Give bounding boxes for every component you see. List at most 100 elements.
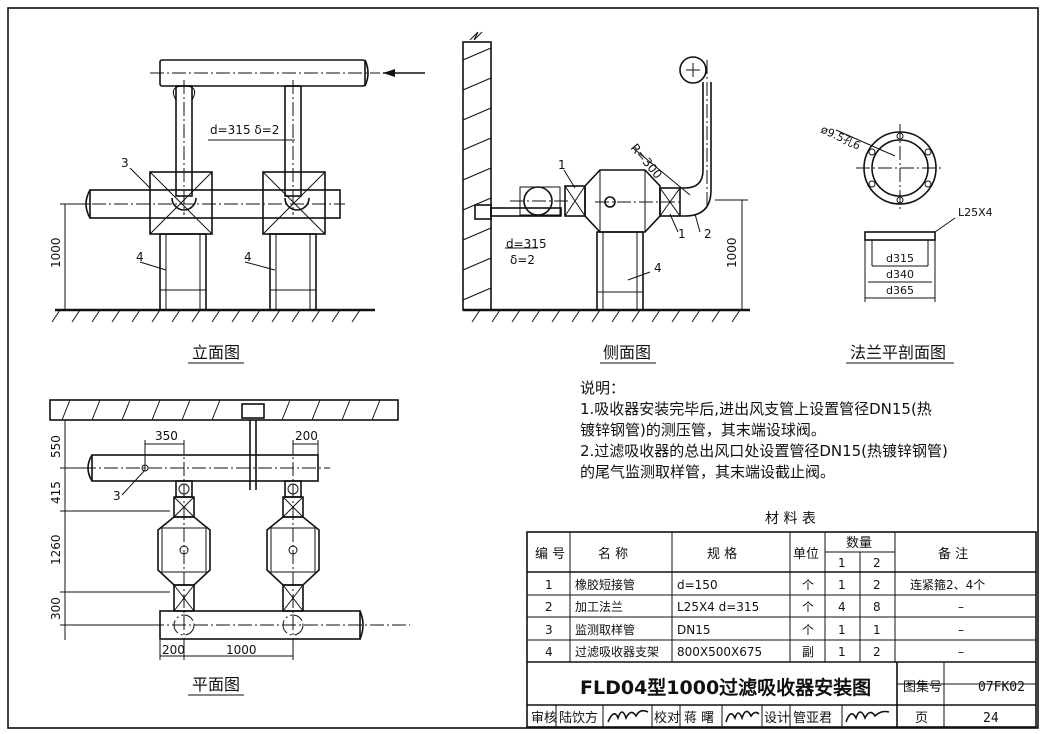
sheet-border xyxy=(7,7,1039,729)
row3-no: 3 xyxy=(545,623,553,637)
side-pipe-d: d=315 xyxy=(506,237,547,251)
row1-name: 橡胶短接管 xyxy=(575,577,635,592)
reviewer-signature xyxy=(607,709,649,723)
th-unit: 单位 xyxy=(793,547,819,562)
notes-line-1: 1.吸收器安装完毕后,进出风支管上设置管径DN15(热 xyxy=(580,400,932,418)
flange-d340: d340 xyxy=(886,268,914,281)
page-label: 页 xyxy=(915,711,928,726)
designer-signature xyxy=(845,710,890,723)
side-view-title: 侧面图 xyxy=(603,343,651,362)
flange-view-title: 法兰平剖面图 xyxy=(850,343,946,362)
materials-table-title: 材 料 表 xyxy=(765,511,816,527)
elevation-dim-1000: 1000 xyxy=(49,237,63,268)
flange-section-profile xyxy=(864,231,936,241)
flange-d365: d365 xyxy=(886,284,914,297)
reviewer-name: 陆饮方 xyxy=(559,710,598,726)
row3-spec: DN15 xyxy=(677,623,711,637)
plan-view-title: 平面图 xyxy=(192,675,240,694)
row2-remark: – xyxy=(958,600,964,614)
side-stand xyxy=(596,231,644,311)
row4-q1: 1 xyxy=(838,645,846,659)
row4-name: 过滤吸收器支架 xyxy=(575,645,659,659)
th-spec: 规 格 xyxy=(707,546,737,562)
plan-wall xyxy=(49,399,399,421)
page-number: 24 xyxy=(983,711,999,726)
elevation-pipe-spec: d=315 δ=2 xyxy=(210,123,279,137)
row1-remark: 连紧箍2、4个 xyxy=(910,577,985,592)
side-callout-1: 1 xyxy=(558,158,566,172)
row3-unit: 个 xyxy=(802,623,814,637)
design-label: 设计 xyxy=(764,711,790,726)
th-qty1: 1 xyxy=(838,556,846,570)
row1-q2: 2 xyxy=(873,578,881,592)
row4-unit: 副 xyxy=(802,645,814,659)
elevation-callout-3: 3 xyxy=(121,156,129,170)
row2-q2: 8 xyxy=(873,600,881,614)
elevation-view-title: 立面图 xyxy=(192,343,240,362)
row2-unit: 个 xyxy=(802,600,814,614)
atlas-number: 07FK02 xyxy=(978,680,1025,695)
plan-dim-415: 415 xyxy=(49,481,63,504)
title-block: FLD04型1000过滤吸收器安装图 图集号 07FK02 审核 陆饮方 校对 … xyxy=(527,662,1036,727)
plan-dim-550: 550 xyxy=(49,435,63,458)
stand-2 xyxy=(269,233,317,311)
side-callout-4: 4 xyxy=(654,261,662,275)
filter-absorber-body xyxy=(584,169,661,233)
flange-d315: d315 xyxy=(886,252,914,265)
row2-q1: 4 xyxy=(838,600,846,614)
row4-spec: 800X500X675 xyxy=(677,645,762,659)
flange-hole-label: ø9.5孔6 xyxy=(819,123,863,153)
side-view: R=300 1 1 2 4 d=315 δ=2 1000 侧面图 xyxy=(462,31,750,364)
plan-dim-1000: 1000 xyxy=(226,643,257,657)
table-row: 3 监测取样管 DN15 个 1 1 – xyxy=(545,622,964,637)
plan-dim-300: 300 xyxy=(49,597,63,620)
row2-spec: L25X4 d=315 xyxy=(677,600,759,614)
designer-name: 管亚君 xyxy=(793,711,832,726)
th-no: 编 号 xyxy=(535,547,565,562)
atlas-label: 图集号 xyxy=(903,679,942,695)
th-remark: 备 注 xyxy=(938,546,968,562)
notes-heading: 说明： xyxy=(580,379,626,397)
outlet-duct-section xyxy=(679,56,707,84)
stand-1 xyxy=(159,233,207,311)
checker-signature xyxy=(725,710,760,723)
checker-name: 蒋 曙 xyxy=(684,711,714,726)
row3-name: 监测取样管 xyxy=(575,622,635,637)
row4-no: 4 xyxy=(545,645,553,659)
notes-line-4: 的尾气监测取样管，其末端设截止阀。 xyxy=(580,463,836,481)
side-callout-1b: 1 xyxy=(678,227,686,241)
row1-q1: 1 xyxy=(838,578,846,592)
row2-no: 2 xyxy=(545,600,553,614)
side-pipe-delta: δ=2 xyxy=(510,253,535,267)
notes-block: 说明： 1.吸收器安装完毕后,进出风支管上设置管径DN15(热 镀锌钢管)的测压… xyxy=(580,378,1000,483)
row3-remark: – xyxy=(958,623,964,637)
plan-view: 550 415 1260 300 350 200 200 1000 3 平面图 xyxy=(49,399,410,696)
row1-no: 1 xyxy=(545,578,553,592)
elevation-view: d=315 δ=2 3 4 4 1000 立面图 xyxy=(49,59,425,364)
table-row: 1 橡胶短接管 d=150 个 1 2 连紧箍2、4个 xyxy=(545,577,985,592)
row1-unit: 个 xyxy=(802,578,814,592)
row4-q2: 2 xyxy=(873,645,881,659)
plan-dim-350: 350 xyxy=(155,429,178,443)
table-row: 2 加工法兰 L25X4 d=315 个 4 8 – xyxy=(545,600,964,614)
flange-section-view: ø9.5孔6 L25X4 d315 d340 d365 法兰平剖面图 xyxy=(819,123,993,364)
check-label: 校对 xyxy=(654,710,680,726)
row4-remark: – xyxy=(958,645,964,659)
row3-q2: 1 xyxy=(873,623,881,637)
review-label: 审核 xyxy=(531,711,557,726)
drawing-title: FLD04型1000过滤吸收器安装图 xyxy=(580,676,871,699)
plan-callout-3: 3 xyxy=(113,489,121,503)
plan-dim-1260: 1260 xyxy=(49,534,63,565)
side-radius: R=300 xyxy=(628,141,665,182)
th-name: 名 称 xyxy=(598,546,628,562)
side-dim-1000: 1000 xyxy=(725,237,739,268)
notes-line-3: 2.过滤吸收器的总出风口处设置管径DN15(热镀锌钢管) xyxy=(580,442,948,460)
elevation-callout-4b: 4 xyxy=(244,250,252,264)
elevation-callout-4a: 4 xyxy=(136,250,144,264)
row2-name: 加工法兰 xyxy=(575,600,623,614)
plan-dim-200-bottom: 200 xyxy=(162,643,185,657)
table-row: 4 过滤吸收器支架 800X500X675 副 1 2 – xyxy=(545,645,964,659)
th-qty2: 2 xyxy=(873,556,881,570)
flange-angle-label: L25X4 xyxy=(958,206,993,219)
